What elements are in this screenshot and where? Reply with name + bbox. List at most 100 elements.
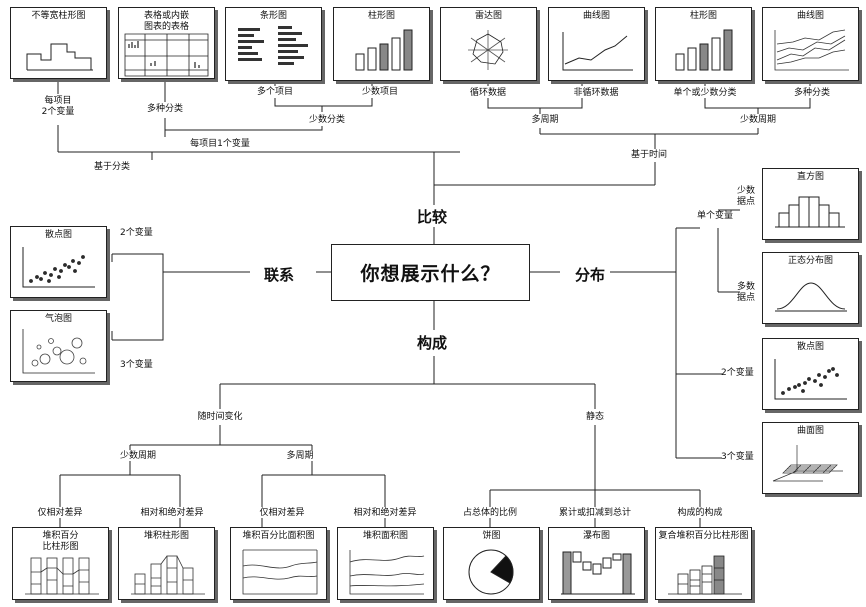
scatter-plot-icon bbox=[22, 247, 95, 288]
label-share-of-total: 占总体的比例 bbox=[462, 508, 518, 518]
chart-card-scatter-relation[interactable]: 散点图 bbox=[10, 226, 107, 298]
scatter-plot-icon bbox=[774, 359, 847, 400]
label-two-vars-relation: 2个变量 bbox=[120, 228, 153, 238]
label-few-points: 少数 据点 bbox=[737, 186, 756, 207]
label-few-items: 少数项目 bbox=[361, 87, 399, 97]
chart-card-bubble[interactable]: 气泡图 bbox=[10, 310, 107, 382]
chart-card-variable-width-bar[interactable]: 不等宽柱形图 bbox=[10, 7, 107, 79]
chart-card-normal-curve[interactable]: 正态分布图 bbox=[762, 252, 859, 324]
chart-card-title: 饼图 bbox=[482, 531, 501, 541]
stacked-area-icon bbox=[349, 550, 425, 595]
chart-card-waterfall[interactable]: 瀑布图 bbox=[548, 527, 645, 600]
center-question: 你想展示什么？ bbox=[331, 244, 530, 301]
chart-card-title: 曲线图 bbox=[796, 11, 824, 21]
label-cyclic-data: 循环数据 bbox=[469, 88, 507, 98]
variable-width-bar-icon bbox=[26, 43, 93, 71]
label-by-time: 基于时间 bbox=[630, 150, 668, 160]
chart-card-title: 复合堆积百分比柱形图 bbox=[658, 531, 749, 541]
label-static: 静态 bbox=[585, 412, 605, 422]
chart-card-title: 柱形图 bbox=[367, 11, 395, 21]
normal-curve-icon bbox=[775, 282, 847, 312]
label-few-periods-composition: 少数周期 bbox=[119, 451, 157, 461]
label-two-vars-per-item: 每项目 2个变量 bbox=[41, 96, 75, 117]
label-many-periods-composition: 多周期 bbox=[286, 451, 314, 461]
chart-card-radar[interactable]: 雷达图 bbox=[440, 7, 537, 81]
label-many-categories-time: 多种分类 bbox=[793, 88, 831, 98]
chart-card-title: 瀑布图 bbox=[582, 531, 610, 541]
chart-card-line-multi[interactable]: 曲线图 bbox=[762, 7, 859, 81]
chart-card-title: 堆积百分 比柱形图 bbox=[42, 531, 79, 552]
chart-card-scatter-distribution[interactable]: 散点图 bbox=[762, 338, 859, 410]
label-accumulate: 累计或扣减到总计 bbox=[558, 508, 632, 518]
label-two-vars-distribution: 2个变量 bbox=[721, 368, 754, 378]
category-relation: 联系 bbox=[264, 266, 295, 284]
label-many-periods: 多周期 bbox=[531, 115, 559, 125]
label-many-items: 多个项目 bbox=[256, 87, 294, 97]
category-compare: 比较 bbox=[417, 208, 448, 226]
label-over-time: 随时间变化 bbox=[197, 412, 243, 422]
line-chart-icon bbox=[562, 32, 633, 71]
label-by-category: 基于分类 bbox=[93, 162, 131, 172]
chart-card-stacked-area[interactable]: 堆积面积图 bbox=[337, 527, 434, 600]
category-composition: 构成 bbox=[417, 334, 448, 352]
chart-card-line-noncyclic[interactable]: 曲线图 bbox=[548, 7, 645, 81]
chart-card-bar[interactable]: 条形图 bbox=[225, 7, 322, 81]
pie-chart-icon bbox=[468, 549, 514, 595]
radar-chart-icon bbox=[468, 30, 508, 70]
label-single-var: 单个变量 bbox=[697, 211, 734, 221]
chart-card-title: 堆积百分比面积图 bbox=[242, 531, 315, 541]
chart-card-title: 散点图 bbox=[796, 342, 824, 352]
surface-chart-icon bbox=[772, 445, 843, 482]
column-chart-icon bbox=[355, 29, 413, 71]
chart-card-title: 雷达图 bbox=[474, 11, 502, 21]
chart-card-title: 堆积柱形图 bbox=[143, 531, 189, 541]
chart-card-title: 散点图 bbox=[44, 230, 72, 240]
chart-card-title: 曲线图 bbox=[582, 11, 610, 21]
label-noncyclic-data: 非循环数据 bbox=[573, 88, 619, 98]
category-distribution: 分布 bbox=[575, 266, 606, 284]
chart-card-stacked-column[interactable]: 堆积柱形图 bbox=[118, 527, 215, 600]
label-one-var-per-item: 每项目1个变量 bbox=[190, 139, 250, 149]
chart-card-title: 气泡图 bbox=[44, 314, 72, 324]
chart-card-pie[interactable]: 饼图 bbox=[443, 527, 540, 600]
chart-card-column-few[interactable]: 柱形图 bbox=[333, 7, 430, 81]
bar-chart-icon bbox=[238, 26, 308, 65]
chart-card-title: 表格或内嵌 图表的表格 bbox=[143, 11, 189, 32]
composite-stacked-percent-icon bbox=[668, 555, 742, 595]
chart-card-stacked-pct-area[interactable]: 堆积百分比面积图 bbox=[230, 527, 327, 600]
chart-card-histogram[interactable]: 直方图 bbox=[762, 168, 859, 240]
bubble-chart-icon bbox=[22, 329, 95, 374]
embedded-table-icon bbox=[124, 33, 209, 77]
chart-card-title: 柱形图 bbox=[689, 11, 717, 21]
chart-card-table-embedded[interactable]: 表格或内嵌 图表的表格 bbox=[118, 7, 215, 79]
label-three-vars-distribution: 3个变量 bbox=[721, 452, 754, 462]
label-relative-absolute-2: 相对和绝对差异 bbox=[353, 508, 417, 518]
chart-card-title: 直方图 bbox=[796, 172, 824, 182]
label-relative-only-1: 仅相对差异 bbox=[37, 508, 83, 518]
label-component-of-component: 构成的构成 bbox=[677, 508, 723, 518]
chart-card-title: 曲面图 bbox=[796, 426, 824, 436]
stacked-percent-area-icon bbox=[242, 549, 318, 595]
stacked-percent-column-icon bbox=[25, 557, 99, 595]
column-chart-icon bbox=[675, 29, 733, 71]
label-three-vars-relation: 3个变量 bbox=[120, 360, 153, 370]
label-few-categories: 少数分类 bbox=[308, 115, 346, 125]
waterfall-chart-icon bbox=[561, 551, 635, 595]
chart-card-stacked-pct-column[interactable]: 堆积百分 比柱形图 bbox=[12, 527, 109, 600]
stacked-column-icon bbox=[131, 555, 205, 595]
chart-card-surface[interactable]: 曲面图 bbox=[762, 422, 859, 494]
chart-card-title: 条形图 bbox=[259, 11, 287, 21]
chart-card-stacked-pct-component[interactable]: 复合堆积百分比柱形图 bbox=[655, 527, 752, 600]
histogram-icon bbox=[775, 196, 845, 228]
multi-line-chart-icon bbox=[774, 29, 849, 71]
label-few-periods: 少数周期 bbox=[739, 115, 777, 125]
chart-card-title: 不等宽柱形图 bbox=[31, 11, 86, 21]
chart-card-title: 堆积面积图 bbox=[362, 531, 408, 541]
label-relative-absolute-1: 相对和绝对差异 bbox=[140, 508, 204, 518]
label-single-or-few-categories: 单个或少数分类 bbox=[673, 88, 737, 98]
label-many-points: 多数 据点 bbox=[737, 282, 756, 303]
label-many-categories: 多种分类 bbox=[146, 104, 184, 114]
chart-card-column-time[interactable]: 柱形图 bbox=[655, 7, 752, 81]
